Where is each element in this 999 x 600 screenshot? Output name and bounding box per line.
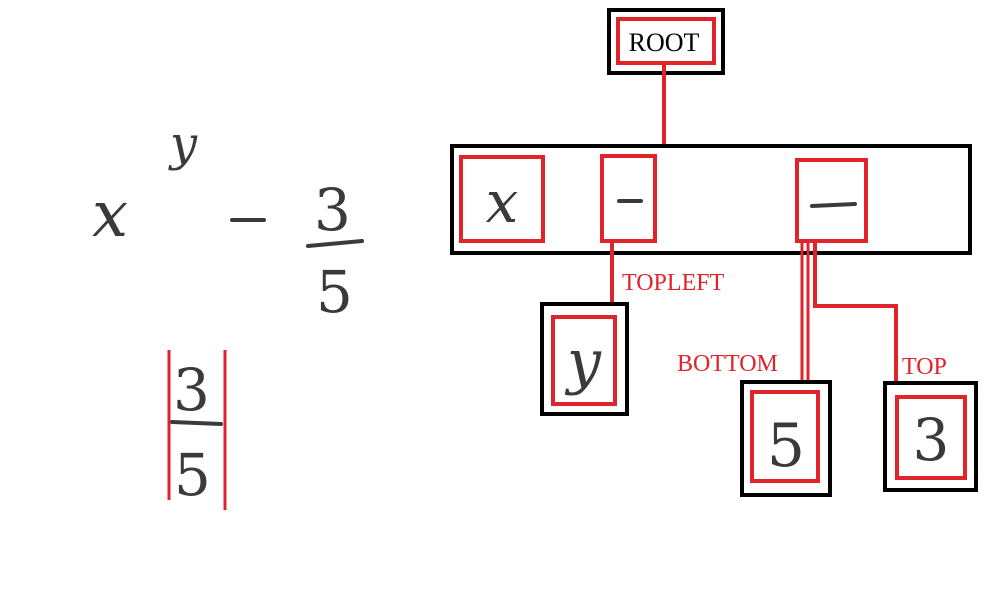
child-node-y: y xyxy=(540,302,629,416)
child-3-symbol: 3 xyxy=(913,406,950,474)
main-row-node: x xyxy=(450,144,972,255)
highlight-denominator-5: 5 xyxy=(174,441,211,509)
row-cell-x-box xyxy=(459,155,545,243)
main-row-box xyxy=(450,144,972,255)
highlight-numerator-3: 3 xyxy=(173,356,210,424)
handwritten-expression: x y 3 5 xyxy=(92,116,364,326)
root-label: ROOT xyxy=(629,28,700,57)
child-3-outer-box xyxy=(883,381,978,492)
relation-topleft-label: TOPLEFT xyxy=(622,270,725,296)
relation-top-label: TOP xyxy=(902,354,947,380)
row-cell-fraction-box xyxy=(795,158,868,243)
child-5-inner-box xyxy=(750,390,820,483)
child-node-5: 5 xyxy=(740,380,832,497)
expr-exponent-y: y xyxy=(168,116,198,172)
child-node-3: 3 xyxy=(883,381,978,492)
row-cell-fraction-bar xyxy=(810,202,857,208)
highlighted-fraction: 3 5 xyxy=(167,350,227,510)
relation-bottom-label: BOTTOM xyxy=(677,351,778,377)
row-cell-x: x xyxy=(486,168,519,236)
child-5-outer-box xyxy=(740,380,832,497)
highlight-fraction-bar xyxy=(170,420,223,426)
connector-top xyxy=(813,241,898,383)
expr-denominator-5: 5 xyxy=(316,258,353,326)
expr-numerator-3: 3 xyxy=(314,176,351,244)
child-3-inner-box xyxy=(895,395,967,480)
child-y-outer-box xyxy=(540,302,629,416)
expr-base-x: x xyxy=(92,178,128,252)
child-y-symbol: y xyxy=(564,327,602,397)
child-y-inner-box xyxy=(551,315,617,406)
expr-fraction-bar xyxy=(306,239,364,248)
row-cell-minus-box xyxy=(600,154,657,243)
child-5-symbol: 5 xyxy=(767,411,805,481)
